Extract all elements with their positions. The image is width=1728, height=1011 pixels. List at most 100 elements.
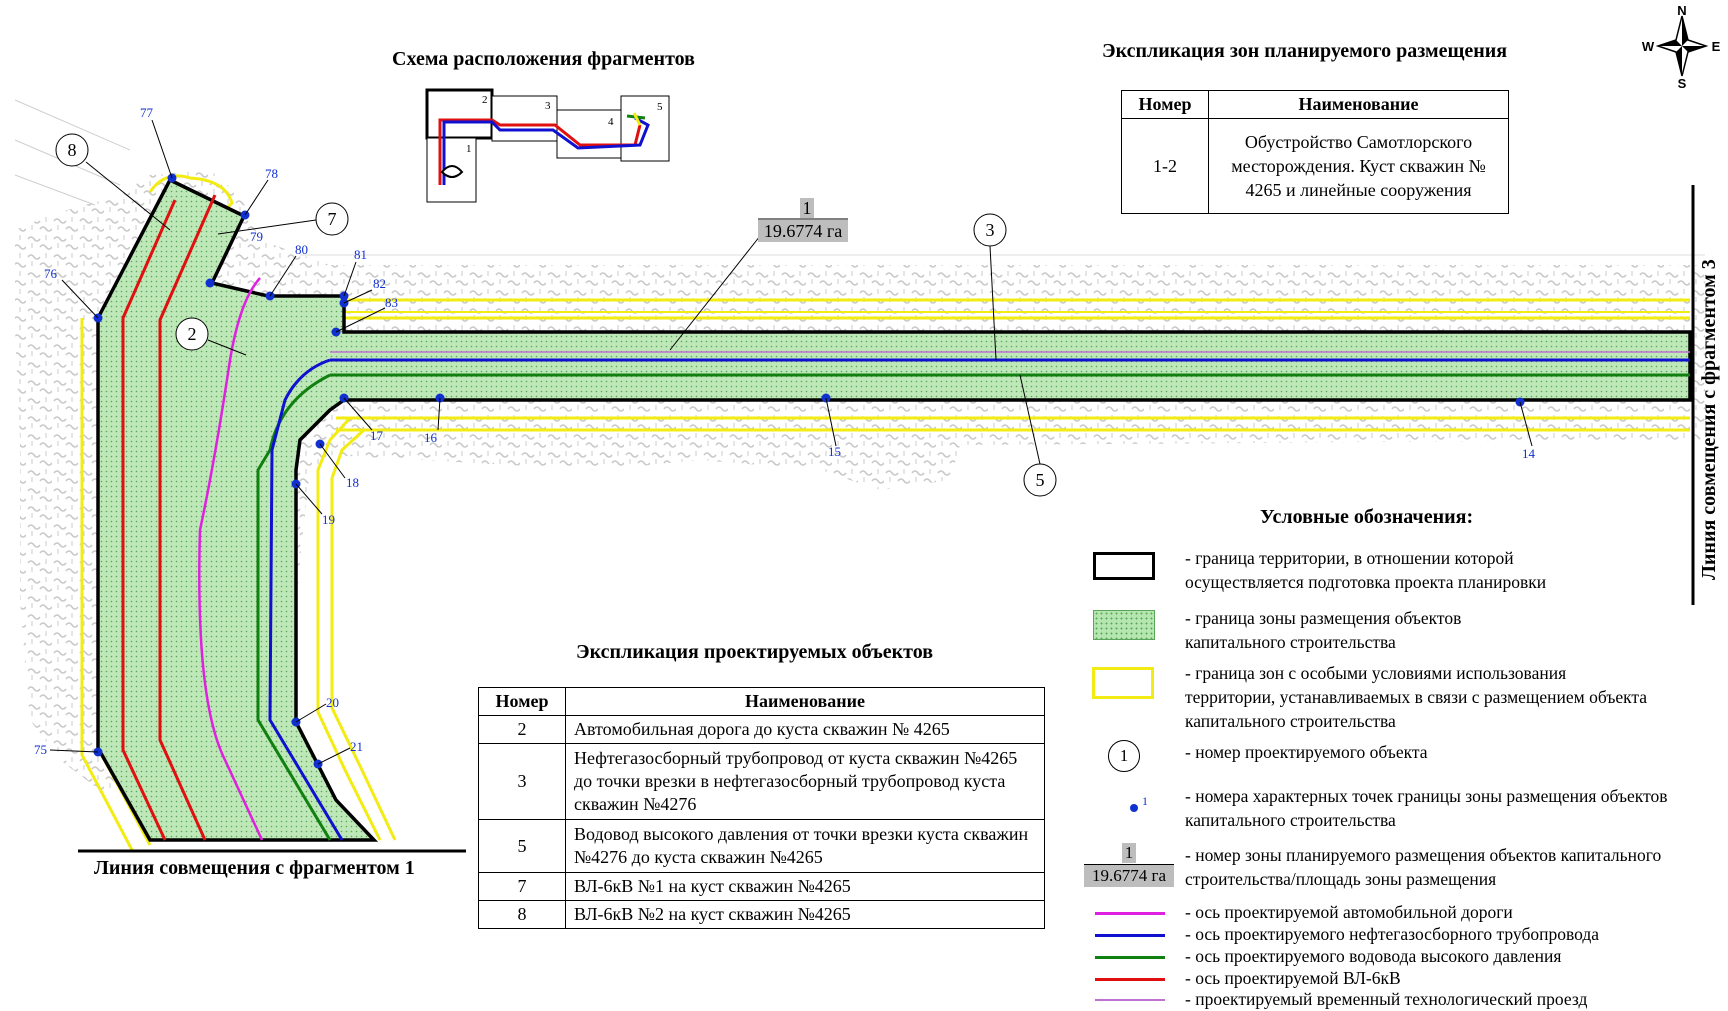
point-label: 20 bbox=[326, 695, 339, 710]
point-label: 80 bbox=[295, 242, 308, 257]
zone-name: Обустройство Самотлорского месторождения… bbox=[1208, 118, 1509, 214]
zones-header-num: Номер bbox=[1121, 90, 1209, 119]
legend-text: - номера характерных точек границы зоны … bbox=[1185, 786, 1668, 830]
legend-item-zone-number: 1 19.6774 га - номер зоны планируемого р… bbox=[1084, 843, 1720, 889]
object-num: 3 bbox=[478, 743, 566, 820]
legend-text: - граница территории, в отношении которо… bbox=[1185, 548, 1547, 592]
red-line-icon bbox=[1095, 978, 1165, 981]
point-label: 14 bbox=[1522, 446, 1536, 461]
blue-line-icon bbox=[1095, 934, 1165, 937]
callout-3: 3 bbox=[986, 220, 995, 240]
legend-line-power: - ось проектируемой ВЛ-6кВ bbox=[1095, 968, 1715, 990]
point-label: 18 bbox=[346, 475, 359, 490]
zones-table: Номер Наименование 1-2 Обустройство Само… bbox=[1121, 90, 1509, 214]
legend-item-boundary-territory: - граница территории, в отношении которо… bbox=[1090, 546, 1720, 592]
point-label: 77 bbox=[140, 105, 154, 120]
legend-text: - ось проектируемой автомобильной дороги bbox=[1185, 902, 1513, 922]
zone-number-sample: 1 bbox=[1122, 843, 1136, 863]
zone-num: 1-2 bbox=[1121, 118, 1209, 214]
legend-line-pipeline: - ось проектируемого нефтегазосборного т… bbox=[1095, 924, 1715, 946]
table-row: 5 Водовод высокого давления от точки вре… bbox=[478, 819, 1045, 873]
point-label: 75 bbox=[34, 742, 47, 757]
black-rect-icon bbox=[1093, 552, 1155, 580]
yellow-rect-icon bbox=[1092, 667, 1154, 699]
table-row: 8 ВЛ-6кВ №2 на куст скважин №4265 bbox=[478, 900, 1045, 929]
object-name: Водовод высокого давления от точки врезк… bbox=[565, 819, 1045, 873]
vl-axis-7 bbox=[158, 194, 217, 841]
scheme-label: 2 bbox=[482, 94, 488, 106]
purple-line-icon bbox=[1095, 999, 1165, 1001]
legend-text: - номер проектируемого объекта bbox=[1185, 742, 1428, 762]
object-num: 2 bbox=[478, 715, 566, 744]
object-num: 7 bbox=[478, 872, 566, 901]
table-row: 2 Автомобильная дорога до куста скважин … bbox=[478, 715, 1045, 744]
legend-title: Условные обозначения: bbox=[1260, 506, 1474, 528]
callout-8: 8 bbox=[68, 140, 77, 160]
point-label: 21 bbox=[350, 739, 363, 754]
point-sample-label: 1 bbox=[1142, 794, 1148, 808]
swamp-hatch bbox=[15, 170, 1705, 810]
legend-line-water: - ось проектируемого водовода высокого д… bbox=[1095, 946, 1715, 968]
legend-text: - проектируемый временный технологически… bbox=[1185, 989, 1588, 1009]
legend-line-tech-road: - проектируемый временный технологически… bbox=[1095, 989, 1715, 1011]
callout-5: 5 bbox=[1036, 470, 1045, 490]
zone-label: 1 19.6774 га bbox=[669, 198, 848, 351]
callout-7: 7 bbox=[328, 209, 337, 229]
legend-item-points: 1 - номера характерных точек границы зон… bbox=[1090, 784, 1720, 830]
scheme-title: Схема расположения фрагментов bbox=[392, 48, 695, 70]
svg-text:S: S bbox=[1678, 76, 1687, 91]
fragment-scheme: 2 1 3 4 5 bbox=[425, 88, 670, 203]
objects-expl-title: Экспликация проектируемых объектов bbox=[576, 641, 934, 663]
zones-expl-title: Экспликация зон планируемого размещения bbox=[1102, 40, 1508, 62]
road-axis bbox=[198, 277, 264, 841]
magenta-line-icon bbox=[1095, 912, 1165, 915]
point-label: 81 bbox=[354, 247, 367, 262]
point-label-group: 77 78 79 80 81 82 83 76 75 16 17 18 19 2… bbox=[34, 105, 1536, 765]
point-label: 16 bbox=[424, 430, 438, 445]
svg-text:N: N bbox=[1677, 3, 1686, 18]
vl-axis-8 bbox=[121, 199, 177, 841]
scheme-label: 4 bbox=[608, 116, 614, 128]
scheme-label: 3 bbox=[545, 100, 551, 112]
table-row: 1-2 Обустройство Самотлорского месторожд… bbox=[1121, 118, 1509, 214]
point-label: 15 bbox=[828, 444, 841, 459]
legend-text: - ось проектируемого нефтегазосборного т… bbox=[1185, 924, 1600, 944]
point-label: 83 bbox=[385, 295, 398, 310]
object-num: 5 bbox=[478, 819, 566, 873]
legend-text: - ось проектируемой ВЛ-6кВ bbox=[1185, 968, 1401, 988]
legend-text: - граница зон с особыми условиями исполь… bbox=[1185, 663, 1648, 731]
zone-number: 1 bbox=[803, 198, 812, 218]
object-name: Автомобильная дорога до куста скважин № … bbox=[565, 715, 1045, 744]
legend-item-boundary-zone: - граница зоны размещения объектов капит… bbox=[1090, 606, 1720, 652]
legend-item-special-zone: - граница зон с особыми условиями исполь… bbox=[1090, 661, 1720, 731]
zone-area-sample: 19.6774 га bbox=[1084, 864, 1174, 887]
table-row: 7 ВЛ-6кВ №1 на куст скважин №4265 bbox=[478, 872, 1045, 901]
svg-text:W: W bbox=[1642, 39, 1655, 54]
object-name: ВЛ-6кВ №1 на куст скважин №4265 bbox=[565, 872, 1045, 901]
callout-2: 2 bbox=[188, 324, 197, 344]
object-callouts: 8 7 2 3 5 bbox=[55, 133, 1057, 497]
zone-label-icon: 1 19.6774 га bbox=[1084, 843, 1174, 887]
point-icon: 1 bbox=[1090, 784, 1160, 824]
point-label: 82 bbox=[373, 276, 386, 291]
scheme-label: 5 bbox=[657, 101, 663, 113]
point-label: 17 bbox=[370, 428, 384, 443]
compass-icon: N S E W bbox=[1642, 3, 1721, 91]
objects-header-num: Номер bbox=[478, 687, 566, 716]
point-label: 78 bbox=[265, 166, 278, 181]
object-name: Нефтегазосборный трубопровод от куста ск… bbox=[565, 743, 1045, 820]
svg-text:E: E bbox=[1712, 39, 1721, 54]
legend-text: - ось проектируемого водовода высокого д… bbox=[1185, 946, 1562, 966]
point-label: 76 bbox=[44, 266, 58, 281]
pipe-axis bbox=[268, 358, 1690, 841]
legend-line-road: - ось проектируемой автомобильной дороги bbox=[1095, 902, 1715, 924]
green-zone-icon bbox=[1093, 610, 1155, 640]
zone-area: 19.6774 га bbox=[764, 221, 842, 241]
legend-text: - граница зоны размещения объектов капит… bbox=[1185, 608, 1462, 652]
object-num: 8 bbox=[478, 900, 566, 929]
circle-number-icon: 1 bbox=[1108, 740, 1140, 772]
object-name: ВЛ-6кВ №2 на куст скважин №4265 bbox=[565, 900, 1045, 929]
legend-text: - номер зоны планируемого размещения объ… bbox=[1185, 845, 1662, 889]
legend-item-object-number: 1 - номер проектируемого объекта bbox=[1090, 740, 1720, 780]
axis-lines bbox=[121, 194, 1690, 841]
